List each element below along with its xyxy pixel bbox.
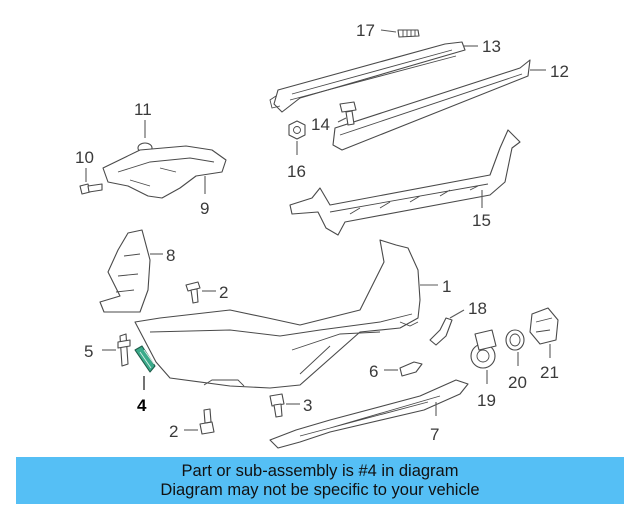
info-banner: Part or sub-assembly is #4 in diagram Di… (16, 457, 624, 504)
part-15-support[interactable] (289, 129, 521, 236)
callout-9: 9 (200, 199, 209, 218)
part-21-bracket[interactable] (529, 307, 559, 345)
callout-2b: 2 (169, 422, 178, 441)
part-18-trim[interactable] (429, 317, 453, 346)
banner-line-2: Diagram may not be specific to your vehi… (160, 480, 480, 499)
part-5-fastener[interactable] (117, 333, 131, 367)
part-8-guide[interactable] (99, 229, 151, 313)
part-13-reinforcement[interactable] (269, 41, 466, 113)
callout-14: 14 (311, 115, 330, 134)
callout-8: 8 (166, 246, 175, 265)
part-12-impact-bar[interactable] (332, 59, 531, 151)
callout-17: 17 (356, 21, 375, 40)
callout-4: 4 (137, 396, 147, 415)
banner-line-1: Part or sub-assembly is #4 in diagram (181, 461, 459, 480)
callout-21: 21 (540, 363, 559, 382)
callout-19: 19 (477, 391, 496, 410)
callout-16: 16 (287, 162, 306, 181)
callout-7: 7 (430, 425, 439, 444)
part-17-stud[interactable] (397, 29, 420, 38)
callout-13: 13 (482, 37, 501, 56)
part-10-screw[interactable] (79, 183, 103, 195)
part-9-side-bracket[interactable] (102, 145, 227, 199)
part-16-nut[interactable] (288, 120, 306, 140)
callout-1: 1 (442, 277, 451, 296)
part-2-screw-upper[interactable] (185, 281, 201, 304)
part-7-diffuser[interactable] (269, 379, 469, 449)
part-19-sensor[interactable] (470, 329, 497, 369)
callout-15: 15 (472, 211, 491, 230)
callout-2a: 2 (219, 283, 228, 302)
part-1-bumper-cover[interactable] (134, 239, 421, 389)
callout-3: 3 (303, 396, 312, 415)
callout-18: 18 (468, 299, 487, 318)
parts-diagram: 17 13 12 14 16 15 11 (75, 21, 569, 449)
callout-5: 5 (84, 342, 93, 361)
part-6-reflector[interactable] (399, 361, 423, 377)
part-20-ring[interactable] (505, 329, 525, 351)
part-2-screw-lower[interactable] (199, 408, 215, 435)
callout-11: 11 (134, 100, 152, 119)
callout-12: 12 (550, 62, 569, 81)
callout-6: 6 (369, 362, 378, 381)
callout-10: 10 (75, 148, 94, 167)
part-14-bolt[interactable] (339, 101, 357, 126)
callout-20: 20 (508, 373, 527, 392)
part-4-reflector[interactable] (134, 345, 156, 373)
part-3-bolt[interactable] (269, 393, 285, 418)
